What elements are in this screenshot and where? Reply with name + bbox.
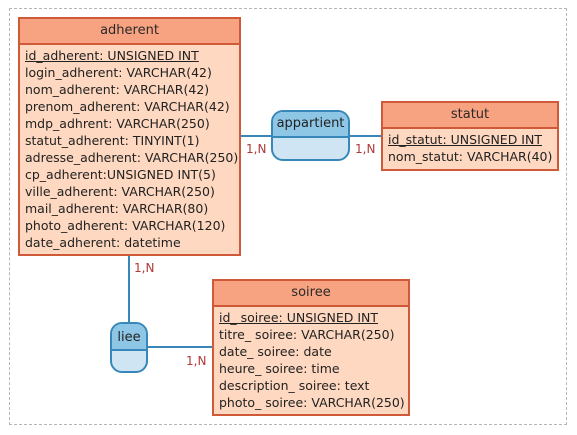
attribute-primary-key: id_ soiree: UNSIGNED INT xyxy=(219,310,379,325)
attribute: mail_adherent: VARCHAR(80) xyxy=(25,201,209,216)
diagram-frame xyxy=(9,8,567,425)
entity-adherent-title: adherent xyxy=(20,19,239,45)
attribute: ville_adherent: VARCHAR(250) xyxy=(25,184,215,199)
attribute-primary-key: id_statut: UNSIGNED INT xyxy=(388,132,542,147)
entity-soiree-attributes: id_ soiree: UNSIGNED INT titre_ soiree: … xyxy=(214,307,408,411)
entity-adherent[interactable]: adherent id_adherent: UNSIGNED INT login… xyxy=(18,17,241,256)
attribute: description_ soiree: text xyxy=(219,378,370,393)
attribute: titre_ soiree: VARCHAR(250) xyxy=(219,327,395,342)
attribute: photo_adherent: VARCHAR(120) xyxy=(25,218,226,233)
attribute: date_adherent: datetime xyxy=(25,235,181,250)
attribute: heure_ soiree: time xyxy=(219,361,340,376)
attribute: nom_adherent: VARCHAR(42) xyxy=(25,82,210,97)
association-liee[interactable]: liee xyxy=(110,322,148,373)
attribute: nom_statut: VARCHAR(40) xyxy=(388,149,553,164)
attribute: cp_adherent:UNSIGNED INT(5) xyxy=(25,167,216,182)
entity-statut[interactable]: statut id_statut: UNSIGNED INT nom_statu… xyxy=(381,101,559,171)
entity-adherent-attributes: id_adherent: UNSIGNED INT login_adherent… xyxy=(20,45,239,251)
attribute: login_adherent: VARCHAR(42) xyxy=(25,65,212,80)
association-appartient-title: appartient xyxy=(273,112,348,138)
attribute: adresse_adherent: VARCHAR(250) xyxy=(25,150,239,165)
attribute: prenom_adherent: VARCHAR(42) xyxy=(25,99,230,114)
attribute: mdp_adhrent: VARCHAR(250) xyxy=(25,116,210,131)
attribute: statut_adherent: TINYINT(1) xyxy=(25,133,200,148)
cardinality-liee-soiree: 1,N xyxy=(186,354,207,368)
association-appartient[interactable]: appartient xyxy=(271,110,350,161)
entity-statut-title: statut xyxy=(383,103,557,129)
attribute: date_ soiree: date xyxy=(219,344,332,359)
attribute-primary-key: id_adherent: UNSIGNED INT xyxy=(25,48,199,63)
entity-soiree[interactable]: soiree id_ soiree: UNSIGNED INT titre_ s… xyxy=(212,279,410,416)
entity-soiree-title: soiree xyxy=(214,281,408,307)
cardinality-appartient-statut: 1,N xyxy=(355,142,376,156)
cardinality-appartient-adherent: 1,N xyxy=(246,142,267,156)
cardinality-liee-adherent: 1,N xyxy=(134,261,155,275)
entity-statut-attributes: id_statut: UNSIGNED INT nom_statut: VARC… xyxy=(383,129,557,165)
attribute: photo_ soiree: VARCHAR(250) xyxy=(219,395,405,410)
association-liee-title: liee xyxy=(112,324,146,351)
